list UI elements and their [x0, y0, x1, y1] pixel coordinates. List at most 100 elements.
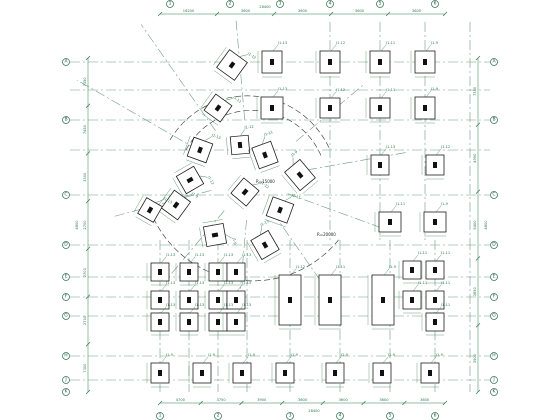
axis-bubble-label: D	[64, 242, 68, 248]
footing-dim	[227, 175, 241, 191]
footing-tag: J1-12	[335, 88, 345, 92]
footing-dim	[200, 91, 213, 108]
axis-bubble-right	[490, 241, 498, 249]
tag-leader	[224, 98, 233, 101]
dimension-value: 2700	[83, 315, 87, 325]
column-mark	[270, 105, 274, 111]
dimension-tick	[320, 400, 326, 406]
dimension-value: 3900	[257, 398, 267, 402]
axis-bubble-label: C	[64, 192, 67, 198]
column-mark	[333, 370, 337, 376]
tag-leader	[425, 44, 432, 52]
dimension-tick	[475, 55, 481, 61]
dimension-value: 3600	[420, 398, 430, 402]
axis-bubble-top	[326, 0, 334, 8]
radial-axis-line	[114, 190, 212, 217]
axis-bubble-label: F	[65, 294, 68, 300]
axis-bubble-top	[166, 0, 174, 8]
footing-tag: J1-9	[232, 236, 237, 245]
tag-leader	[189, 256, 196, 264]
tag-leader	[155, 199, 163, 203]
tag-leader	[183, 194, 191, 197]
column-mark	[328, 297, 332, 303]
tag-leader	[435, 148, 442, 156]
footing: J1-11	[314, 265, 345, 330]
axis-bubble-top	[226, 0, 234, 8]
axis-bubble-label: E	[493, 274, 496, 280]
tag-leader	[382, 356, 389, 364]
footing: J1-13	[366, 145, 395, 180]
footing-dim	[135, 216, 152, 226]
tag-leader	[236, 256, 243, 264]
axis-bubble-label: H	[64, 353, 67, 359]
footing-tag: J1-9	[290, 149, 299, 158]
radial-axis-line	[76, 79, 199, 151]
column-mark	[216, 319, 220, 325]
footing-tag: J1-13	[385, 145, 395, 149]
footing-tag: J1-13	[277, 41, 287, 45]
footing-tag: J1-13	[165, 253, 175, 257]
footing-tag: J1-13	[165, 303, 175, 307]
footing: J1-12	[213, 47, 257, 84]
footing: J1-9	[410, 87, 439, 124]
footing: J1-11	[398, 251, 427, 284]
footing-tag: J1-13	[223, 303, 233, 307]
axis-bubble-label: E	[65, 274, 68, 280]
dimension-value: 3900	[473, 353, 477, 363]
dimension-value: 2700	[83, 220, 87, 230]
footing: J1-13	[222, 303, 251, 336]
footing: J1-12	[315, 41, 345, 78]
column-mark	[228, 61, 236, 69]
column-mark	[158, 297, 162, 303]
footing: J1-11	[421, 281, 450, 314]
column-mark	[234, 269, 238, 275]
footing: J1-11	[262, 193, 301, 228]
column-mark	[277, 206, 283, 214]
footing: J1-13	[146, 281, 175, 314]
axis-bubble-left	[62, 191, 70, 199]
footing: J1-13	[183, 133, 221, 167]
footing: J1-9	[146, 353, 174, 388]
footing-tag: J1-13	[162, 196, 173, 205]
footing-tag: J1-11	[417, 281, 427, 285]
tag-leader	[224, 234, 232, 239]
tag-leader	[435, 205, 442, 213]
footing-tag: J1-11	[417, 251, 427, 255]
tag-leader	[380, 44, 387, 52]
dimension-tick	[85, 55, 91, 61]
column-mark	[172, 201, 180, 209]
dimension-tick	[361, 400, 366, 406]
footing-dim	[281, 174, 298, 194]
footing: J1-11	[365, 88, 395, 123]
footing-dim	[185, 159, 205, 167]
footing-dim	[263, 252, 282, 264]
footing-tag: J1-13	[259, 219, 270, 228]
dimension-value: 7350	[473, 86, 477, 96]
axis-bubble-left	[62, 58, 70, 66]
axis-bubble-right	[490, 116, 498, 124]
tag-leader	[430, 356, 437, 364]
column-mark	[158, 370, 162, 376]
dimension-value: 7350	[83, 77, 87, 87]
dimension-tick	[475, 122, 481, 128]
footing-tag: J1-13	[194, 253, 204, 257]
axis-bubble-label: 5	[389, 413, 392, 419]
footing: J1-13	[175, 253, 204, 286]
tag-leader	[218, 284, 225, 292]
footing-dim	[199, 227, 204, 248]
footing: J1-13	[146, 253, 175, 286]
column-mark	[240, 370, 244, 376]
dimension-tick	[157, 400, 163, 406]
dimension-tick	[85, 246, 91, 252]
axis-bubble-label: B	[64, 117, 67, 123]
footing-dim	[247, 149, 256, 171]
footing-tag: J1-11	[440, 281, 450, 285]
column-mark	[158, 269, 162, 275]
footing: J1-9	[416, 353, 444, 388]
axis-bubble-label: 4	[339, 413, 342, 419]
footing: J1-12	[226, 125, 254, 159]
footing: J1-9	[228, 353, 256, 388]
axis-bubble-left	[62, 241, 70, 249]
dimension-tick	[475, 189, 481, 194]
tag-leader	[330, 91, 337, 99]
